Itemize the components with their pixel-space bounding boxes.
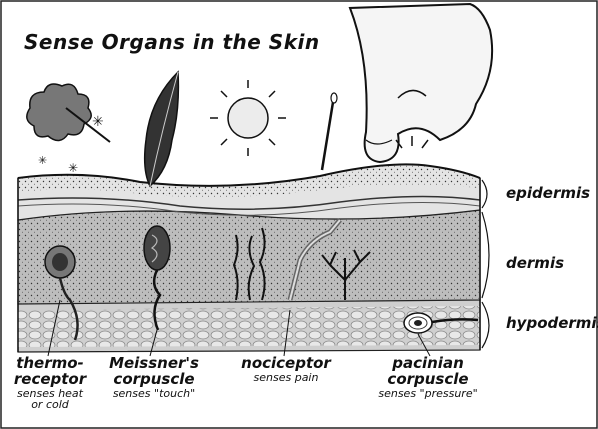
page-title: Sense Organs in the Skin [24,30,320,54]
svg-text:✳: ✳ [38,154,47,167]
label-hypodermis: hypodermis [506,316,598,332]
meissner-name-2: corpuscle [108,372,200,388]
pacinian-name-2: corpuscle [366,372,490,388]
svg-text:✳: ✳ [68,161,78,175]
thermo-desc-2: or cold [6,399,94,411]
nociceptor-name-1: nociceptor [240,356,332,372]
nociceptor-desc-1: senses pain [240,372,332,384]
label-thermoreceptor: thermo- receptor senses heat or cold [6,356,94,411]
meissner-desc-1: senses "touch" [108,388,200,400]
svg-text:✳: ✳ [92,114,104,130]
label-epidermis: epidermis [506,186,590,202]
label-nociceptor: nociceptor senses pain [240,356,332,383]
label-pacinian: pacinian corpuscle senses "pressure" [366,356,490,399]
label-meissner: Meissner's corpuscle senses "touch" [108,356,200,399]
label-dermis: dermis [506,256,564,272]
thermo-name-2: receptor [6,372,94,388]
pacinian-desc-1: senses "pressure" [366,388,490,400]
